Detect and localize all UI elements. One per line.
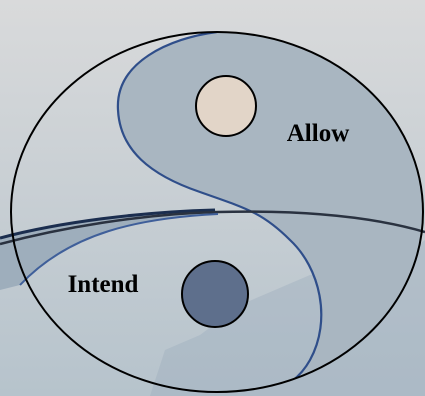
top-dot <box>196 76 256 136</box>
allow-label: Allow <box>287 120 350 147</box>
bottom-dot <box>182 261 248 327</box>
intend-label: Intend <box>68 271 139 298</box>
